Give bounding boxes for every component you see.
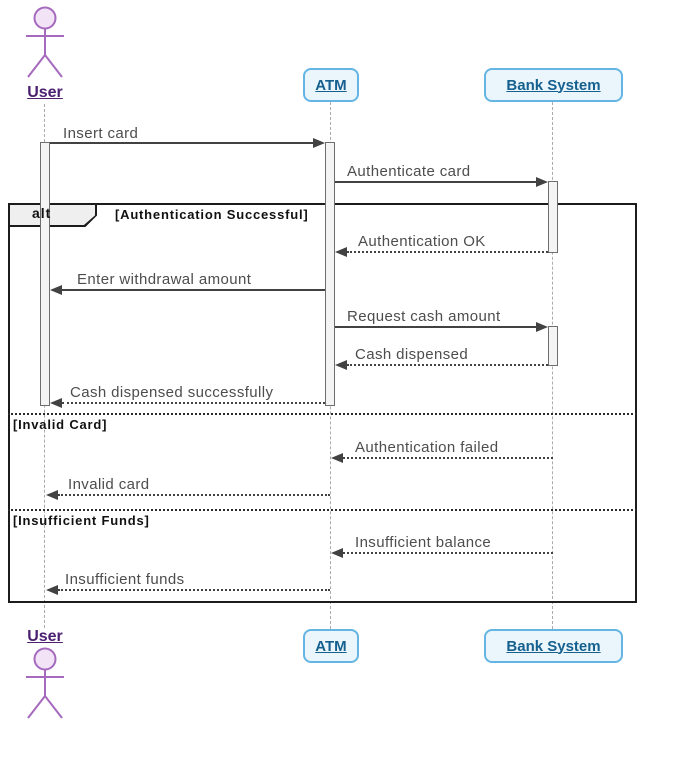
participant-atm-bottom: ATM [303,629,359,663]
guard-insufficient-funds: [Insufficient Funds] [13,513,150,528]
arrowhead-right-icon [536,177,548,187]
activation-bank-1 [548,181,558,253]
message-label-insufficient-balance: Insufficient balance [355,534,492,551]
actor-icon [26,6,64,78]
message-line-insufficient-balance [343,552,553,554]
guard-invalid-card: [Invalid Card] [13,417,108,432]
message-label-insert-card: Insert card [63,125,139,142]
message-label-cash-dispensed-successfully: Cash dispensed successfully [70,384,274,401]
message-line-cash-dispensed [347,364,548,366]
message-line-cash-dispensed-successfully [62,402,325,404]
message-line-authentication-ok [347,251,548,253]
participant-atm-top: ATM [303,68,359,102]
activation-bank-2 [548,326,558,366]
participant-atm-label: ATM [315,637,347,655]
participant-user-top: User [27,84,63,101]
arrowhead-left-icon [46,585,58,595]
arrowhead-left-icon [50,398,62,408]
arrowhead-left-icon [46,490,58,500]
message-line-enter-withdrawal-amount [62,289,325,291]
arrowhead-left-icon [331,548,343,558]
alt-fragment-frame [8,203,637,603]
participant-atm-label: ATM [315,76,347,94]
message-line-insufficient-funds [58,589,330,591]
actor-icon [26,647,64,719]
message-label-authentication-failed: Authentication failed [355,439,499,456]
activation-atm [325,142,335,406]
arrowhead-left-icon [335,360,347,370]
alt-operator-label: alt [32,205,52,221]
alt-divider-2 [8,509,637,511]
message-label-insufficient-funds: Insufficient funds [65,571,185,588]
message-line-invalid-card [58,494,330,496]
message-label-request-cash-amount: Request cash amount [347,308,501,325]
arrowhead-left-icon [50,285,62,295]
participant-bank-top: Bank System [484,68,623,102]
participant-bank-bottom: Bank System [484,629,623,663]
message-line-insert-card [50,142,314,144]
participant-bank-label: Bank System [506,637,601,655]
message-label-authenticate-card: Authenticate card [347,163,471,180]
message-line-request-cash-amount [335,326,537,328]
message-label-authentication-ok: Authentication OK [358,233,486,250]
message-label-invalid-card: Invalid card [68,476,150,493]
participant-user-bottom: User [27,628,63,645]
arrowhead-right-icon [536,322,548,332]
arrowhead-left-icon [335,247,347,257]
participant-bank-label: Bank System [506,76,601,94]
message-label-enter-withdrawal-amount: Enter withdrawal amount [77,271,252,288]
message-line-authenticate-card [335,181,537,183]
alt-divider-1 [8,413,637,415]
activation-user [40,142,50,406]
guard-authentication-successful: [Authentication Successful] [115,207,309,222]
arrowhead-left-icon [331,453,343,463]
message-line-authentication-failed [343,457,553,459]
message-label-cash-dispensed: Cash dispensed [355,346,469,363]
arrowhead-right-icon [313,138,325,148]
